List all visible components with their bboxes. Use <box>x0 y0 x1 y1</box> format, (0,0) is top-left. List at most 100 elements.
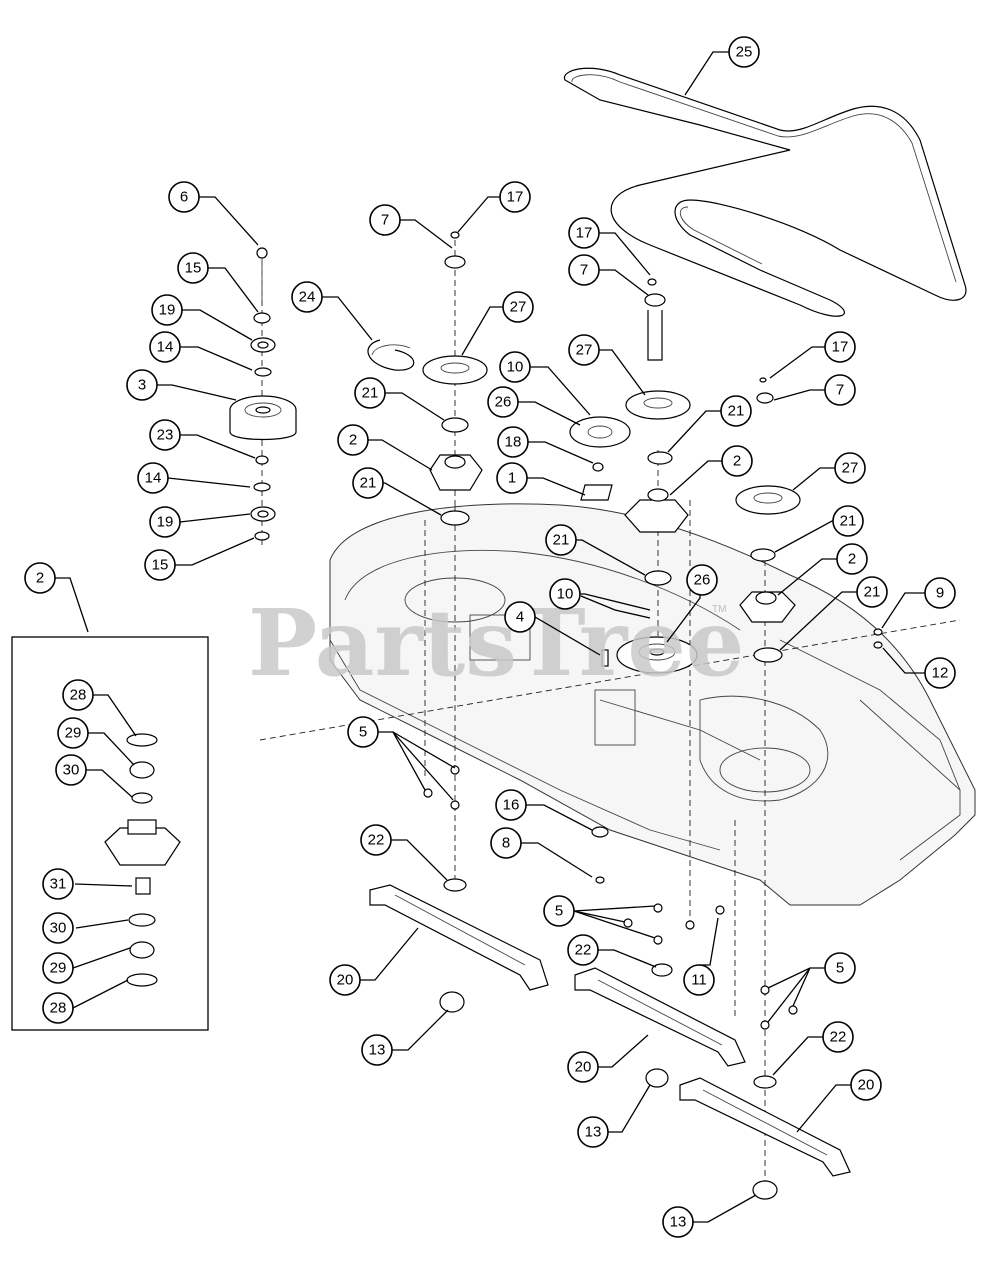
callout-27: 27 <box>502 291 534 323</box>
callout-31: 31 <box>42 868 74 900</box>
callout-25: 25 <box>728 36 760 68</box>
svg-text:25: 25 <box>736 44 753 61</box>
callout-3: 3 <box>126 369 158 401</box>
svg-text:29: 29 <box>65 725 82 742</box>
svg-text:16: 16 <box>503 797 520 814</box>
callout-2: 2 <box>836 543 868 575</box>
svg-text:27: 27 <box>842 460 859 477</box>
svg-text:28: 28 <box>70 687 87 704</box>
drive-belt <box>563 67 967 317</box>
svg-text:20: 20 <box>858 1077 875 1094</box>
callout-5: 5 <box>347 716 379 748</box>
lower-deck-pulley <box>601 636 698 674</box>
callout-17: 17 <box>568 217 600 249</box>
callout-26: 26 <box>686 564 718 596</box>
callout-15: 15 <box>144 549 176 581</box>
callout-21: 21 <box>352 467 384 499</box>
callout-21: 21 <box>545 524 577 556</box>
callout-13: 13 <box>361 1034 393 1066</box>
svg-text:12: 12 <box>932 665 949 682</box>
svg-text:17: 17 <box>832 339 849 356</box>
callout-7: 7 <box>369 204 401 236</box>
svg-text:28: 28 <box>50 1000 67 1017</box>
callout-21: 21 <box>720 395 752 427</box>
svg-text:24: 24 <box>299 289 316 306</box>
svg-text:19: 19 <box>159 302 176 319</box>
callout-4: 4 <box>504 601 536 633</box>
idler-pulley-stack <box>229 247 297 541</box>
svg-text:27: 27 <box>510 299 527 316</box>
callout-21: 21 <box>354 377 386 409</box>
callout-16: 16 <box>495 789 527 821</box>
svg-text:14: 14 <box>157 339 174 356</box>
callout-22: 22 <box>567 934 599 966</box>
svg-text:3: 3 <box>138 377 146 394</box>
svg-text:21: 21 <box>553 532 570 549</box>
callout-12: 12 <box>924 657 956 689</box>
callout-21: 21 <box>856 576 888 608</box>
svg-text:21: 21 <box>728 403 745 420</box>
callout-8: 8 <box>490 827 522 859</box>
callout-10: 10 <box>549 578 581 610</box>
callout-27: 27 <box>834 452 866 484</box>
svg-text:21: 21 <box>840 513 857 530</box>
svg-text:23: 23 <box>157 427 174 444</box>
svg-text:20: 20 <box>575 1059 592 1076</box>
svg-text:13: 13 <box>585 1124 602 1141</box>
svg-text:14: 14 <box>145 470 162 487</box>
blades-and-hardware <box>369 765 851 1200</box>
callout-11: 11 <box>683 964 715 996</box>
callout-17: 17 <box>824 331 856 363</box>
callout-2: 2 <box>337 424 369 456</box>
svg-text:21: 21 <box>360 475 377 492</box>
callout-30: 30 <box>42 912 74 944</box>
right-upper-pulley-stack <box>569 278 691 586</box>
svg-text:1: 1 <box>508 470 516 487</box>
svg-text:15: 15 <box>185 260 202 277</box>
callout-10: 10 <box>499 351 531 383</box>
svg-text:13: 13 <box>670 1214 687 1231</box>
svg-text:4: 4 <box>516 609 524 626</box>
callout-7: 7 <box>824 374 856 406</box>
callout-20: 20 <box>850 1069 882 1101</box>
callout-27: 27 <box>568 334 600 366</box>
svg-text:11: 11 <box>691 972 707 989</box>
svg-text:18: 18 <box>505 434 522 451</box>
callouts: 25 6 7 17 17 7 15 24 27 19 27 14 10 17 3… <box>24 36 956 1238</box>
callout-20: 20 <box>567 1051 599 1083</box>
svg-text:27: 27 <box>576 342 593 359</box>
callout-5: 5 <box>824 952 856 984</box>
svg-text:22: 22 <box>830 1029 847 1046</box>
watermark-tm: TM <box>712 604 726 615</box>
callout-13: 13 <box>577 1116 609 1148</box>
svg-text:15: 15 <box>152 557 169 574</box>
callout-23: 23 <box>149 419 181 451</box>
callout-30: 30 <box>55 754 87 786</box>
callout-19: 19 <box>149 506 181 538</box>
callout-26: 26 <box>487 386 519 418</box>
callout-18: 18 <box>497 426 529 458</box>
svg-text:13: 13 <box>369 1042 386 1059</box>
svg-text:26: 26 <box>694 572 711 589</box>
callout-24: 24 <box>291 281 323 313</box>
callout-29: 29 <box>57 717 89 749</box>
far-right-pulley-stack <box>735 377 883 663</box>
callout-9: 9 <box>924 577 956 609</box>
svg-text:22: 22 <box>575 942 592 959</box>
svg-text:7: 7 <box>381 212 389 229</box>
watermark-text: PartsTree <box>248 589 744 697</box>
callout-13: 13 <box>662 1206 694 1238</box>
svg-text:26: 26 <box>495 394 512 411</box>
watermark: PartsTree TM <box>248 589 744 697</box>
callout-28: 28 <box>62 679 94 711</box>
svg-text:21: 21 <box>864 584 881 601</box>
callout-1: 1 <box>496 462 528 494</box>
svg-text:30: 30 <box>50 920 67 937</box>
callout-2: 2 <box>721 445 753 477</box>
svg-text:20: 20 <box>337 972 354 989</box>
callout-14: 14 <box>149 331 181 363</box>
callout-7: 7 <box>568 254 600 286</box>
callout-6: 6 <box>168 181 200 213</box>
svg-text:5: 5 <box>359 724 367 741</box>
callout-14: 14 <box>137 462 169 494</box>
